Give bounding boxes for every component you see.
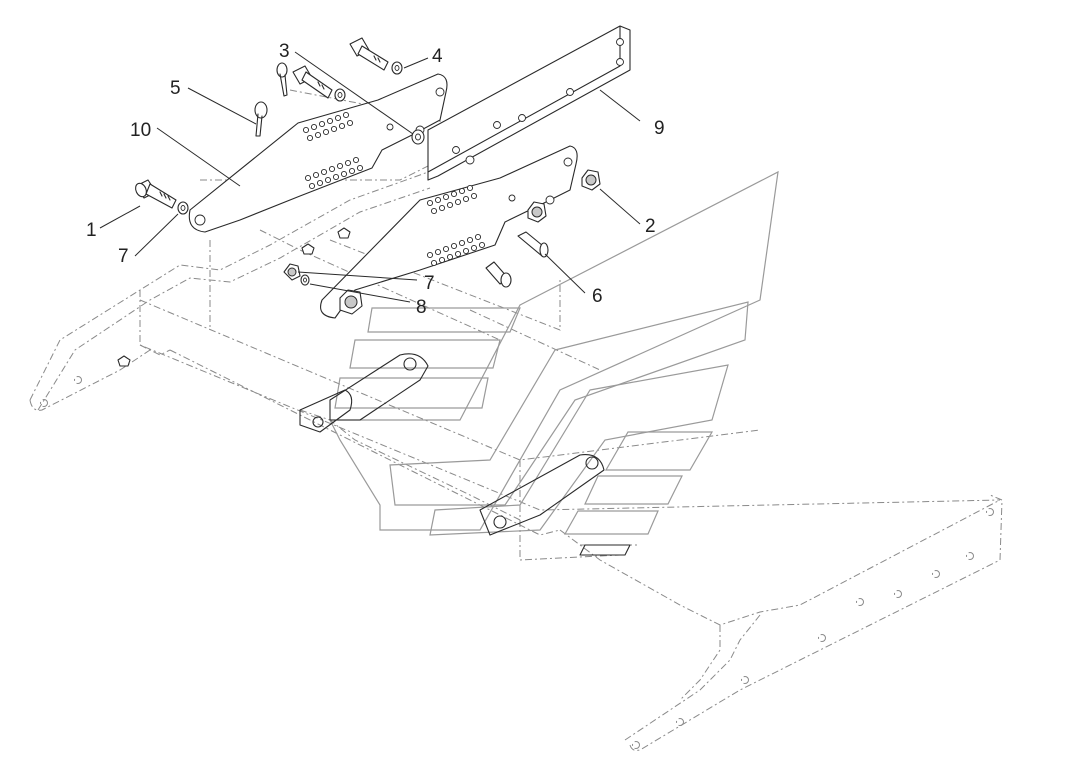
callout-4: 4 bbox=[432, 46, 443, 67]
pin-part-6 bbox=[485, 231, 549, 288]
callout-6: 6 bbox=[592, 286, 603, 307]
bolt-part-3 bbox=[292, 65, 346, 102]
linch-pin-part-5 bbox=[254, 62, 288, 137]
washer-part-7-upper bbox=[177, 201, 189, 215]
washer-part-8 bbox=[300, 274, 310, 286]
callout-8: 8 bbox=[416, 297, 427, 318]
bolt-part-1 bbox=[135, 179, 177, 209]
leader-lines bbox=[99, 51, 641, 303]
nut-part-7-lower bbox=[283, 263, 301, 281]
frame-nuts bbox=[117, 227, 351, 367]
lower-plate-hole-pattern bbox=[426, 184, 486, 267]
hitch-lugs bbox=[299, 353, 631, 556]
watermark-logo bbox=[329, 170, 779, 536]
straight-bar-part-9 bbox=[427, 25, 631, 181]
upper-plate-hole-pattern bbox=[302, 111, 364, 190]
adjustment-plate-part-10 bbox=[188, 73, 448, 233]
lower-adjustment-plate bbox=[320, 145, 578, 319]
bolt-part-4 bbox=[349, 37, 403, 75]
callout-5: 5 bbox=[170, 78, 181, 99]
nut-part-2 bbox=[527, 169, 601, 223]
callout-labels: 1 2 3 4 5 6 7 7 8 9 10 bbox=[86, 41, 665, 318]
callout-10: 10 bbox=[130, 120, 151, 141]
callout-9: 9 bbox=[654, 118, 665, 139]
callout-2: 2 bbox=[645, 216, 656, 237]
callout-7-lower: 7 bbox=[424, 273, 435, 294]
nut-lower-large bbox=[339, 289, 363, 315]
callout-3: 3 bbox=[279, 41, 290, 62]
washer-part-3 bbox=[411, 129, 425, 145]
callout-7-upper: 7 bbox=[118, 246, 129, 267]
callout-1: 1 bbox=[86, 220, 97, 241]
